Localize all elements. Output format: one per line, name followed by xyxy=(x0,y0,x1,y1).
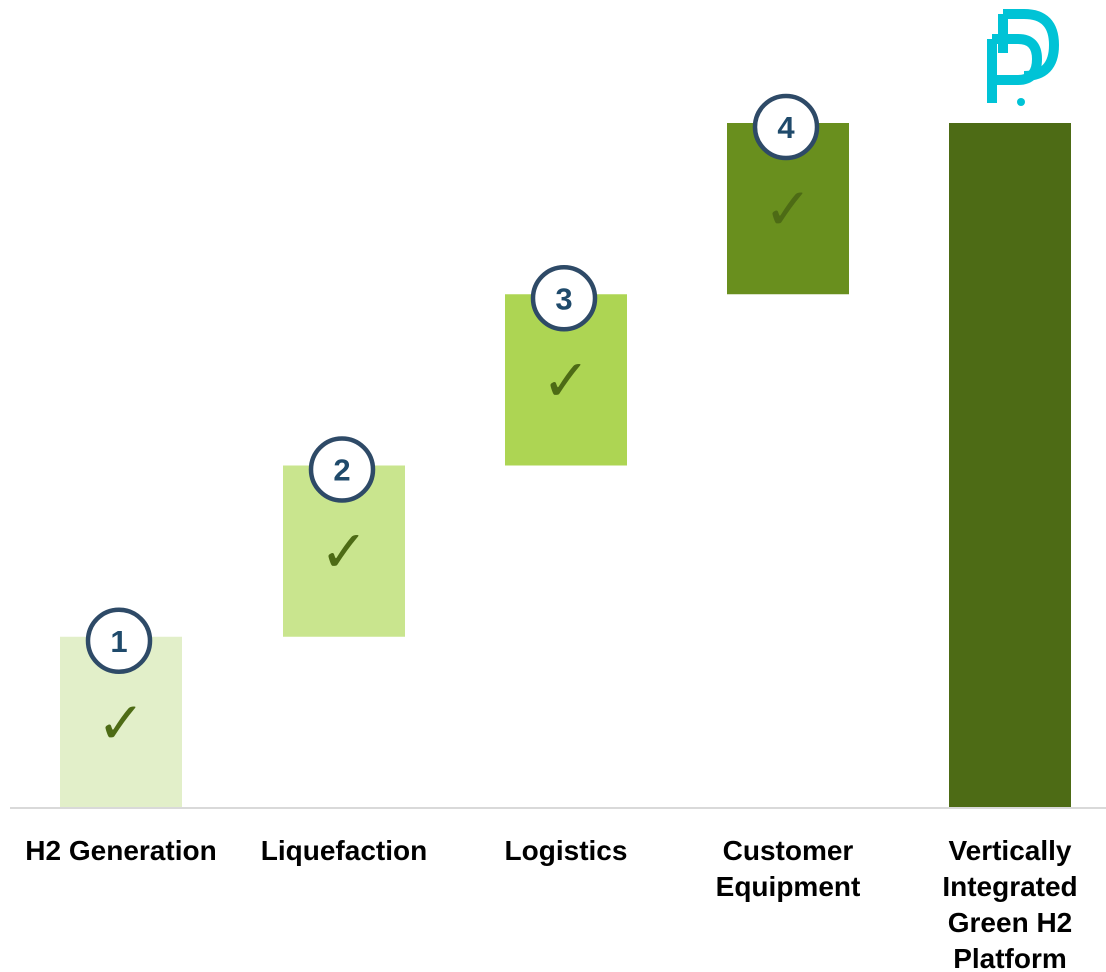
step-badge-circle xyxy=(530,265,598,332)
check-icon: ✓ xyxy=(764,175,813,243)
bars-layer: ✓ 1 ✓ 2 ✓ 3 ✓ 4 xyxy=(60,93,1071,808)
category-label-line: Vertically xyxy=(949,835,1072,866)
step-number: 1 xyxy=(110,624,127,659)
category-label-line: Liquefaction xyxy=(261,835,427,866)
step-badge-circle xyxy=(308,436,376,503)
step-badge-2: 2 xyxy=(308,436,376,503)
step-badge-4: 4 xyxy=(752,93,820,161)
check-icon: ✓ xyxy=(320,518,369,586)
category-label-line: Platform xyxy=(953,943,1067,972)
step-badge-1: 1 xyxy=(85,607,153,674)
check-icon: ✓ xyxy=(97,689,146,757)
step-badge-circle xyxy=(752,93,820,161)
step-number: 3 xyxy=(555,281,572,316)
category-label-line: Customer xyxy=(723,835,854,866)
category-labels: H2 Generation Liquefaction Logistics Custom… xyxy=(25,835,1077,972)
step-number: 2 xyxy=(333,453,350,488)
category-label-3: Logistics xyxy=(505,835,628,866)
category-label-line: Green H2 xyxy=(948,907,1073,938)
category-label-1: H2 Generation xyxy=(25,835,216,866)
category-label-line: Integrated xyxy=(942,871,1077,902)
step-badge-circle xyxy=(85,607,153,674)
category-label-line: H2 Generation xyxy=(25,835,216,866)
step-number: 4 xyxy=(777,110,795,145)
step-badge-3: 3 xyxy=(530,265,598,332)
check-icon: ✓ xyxy=(542,346,591,414)
category-label-line: Logistics xyxy=(505,835,628,866)
category-label-2: Liquefaction xyxy=(261,835,427,866)
bar-5 xyxy=(949,123,1071,808)
company-logo-icon xyxy=(987,9,1060,106)
category-label-line: Equipment xyxy=(716,871,861,902)
